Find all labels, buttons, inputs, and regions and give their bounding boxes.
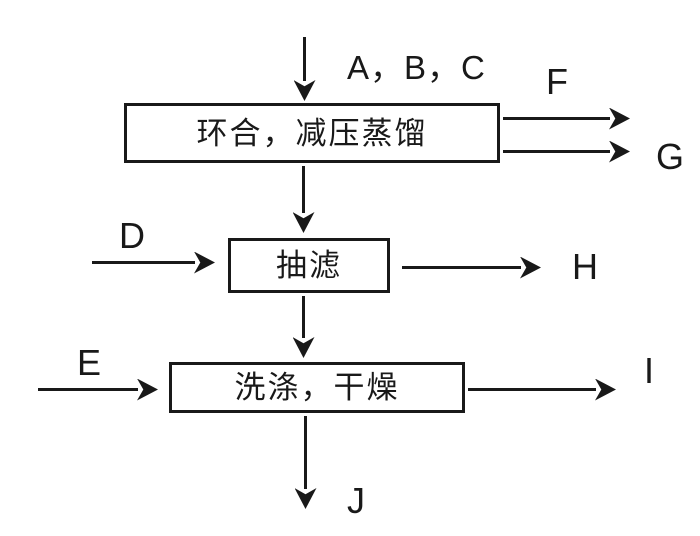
arrow-input-e [38, 388, 138, 391]
process-box-cyclization-distillation-label: 环合，减压蒸馏 [196, 115, 428, 151]
arrow-output-g [503, 150, 610, 153]
label-input-e: E [77, 342, 102, 383]
process-box-suction-filtration-label: 抽滤 [276, 248, 342, 283]
arrow-output-h [402, 266, 521, 269]
arrow-output-i [468, 388, 596, 391]
label-output-h: H [572, 246, 598, 287]
process-box-wash-dry: 洗涤，干燥 [169, 362, 465, 413]
label-final-output-j: J [347, 480, 365, 521]
arrow-input-d [92, 261, 195, 264]
arrow-final-output-j [304, 416, 307, 489]
label-output-g: G [656, 136, 685, 177]
label-feed-abc: A，B，C [347, 49, 486, 86]
arrow-step2-to-step3 [302, 296, 305, 338]
process-box-cyclization-distillation: 环合，减压蒸馏 [124, 103, 500, 163]
label-output-i: I [644, 350, 655, 391]
arrow-step1-to-step2 [302, 166, 305, 213]
label-input-d: D [119, 215, 145, 256]
process-box-wash-dry-label: 洗涤，干燥 [234, 370, 400, 405]
process-box-suction-filtration: 抽滤 [228, 238, 390, 293]
arrow-output-f [503, 117, 610, 120]
arrow-feed-in [303, 37, 306, 81]
label-output-f: F [546, 61, 568, 102]
